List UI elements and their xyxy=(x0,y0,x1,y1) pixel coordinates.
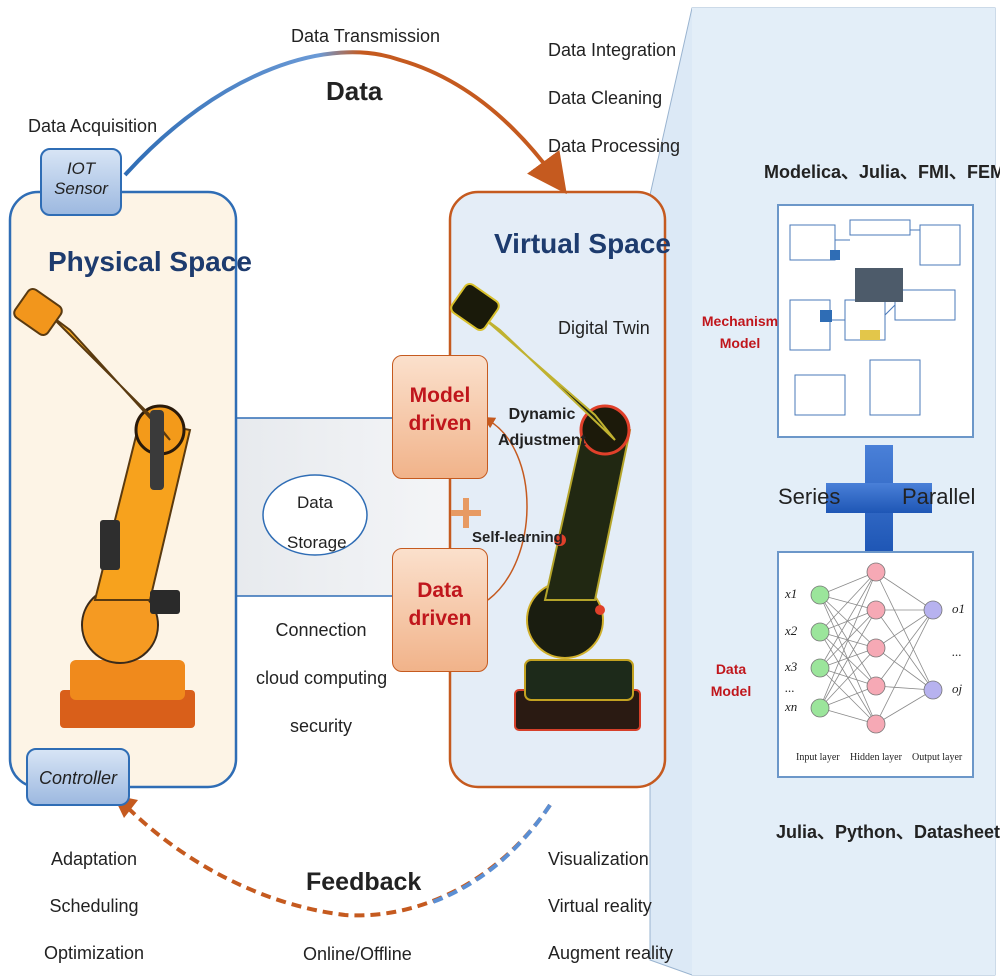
physical-space-title: Physical Space xyxy=(48,246,252,277)
dynamic-line1: Dynamic xyxy=(508,406,576,423)
data-driven-line1: Data xyxy=(417,579,463,602)
nn-input-label: x2 xyxy=(785,623,798,638)
connection-label: Connection xyxy=(275,620,367,640)
feedback-arc xyxy=(123,803,552,918)
sensor-label: Sensor xyxy=(54,179,108,198)
dynamic-line2: Adjustment xyxy=(498,432,586,449)
data-storage-ellipse xyxy=(262,474,368,556)
augment-reality-label: Augment reality xyxy=(548,943,674,963)
virtual-reality-label: Virtual reality xyxy=(548,896,652,916)
nn-input-label: x3 xyxy=(785,659,798,674)
security-label: security xyxy=(289,716,352,736)
data-driven-node: Data driven xyxy=(392,548,488,672)
self-learning-label: Self-learning xyxy=(472,529,563,546)
data-storage-line1: Data xyxy=(297,493,333,512)
visualization-list: Visualization Virtual reality Augment re… xyxy=(548,836,673,977)
feedback-label: Feedback xyxy=(306,868,422,896)
scheduling-label: Scheduling xyxy=(49,896,139,916)
data-cleaning-label: Data Cleaning xyxy=(548,88,663,108)
model-driven-node: Model driven xyxy=(392,355,488,479)
nn-input-label: ... xyxy=(785,680,795,695)
adaptation-label: Adaptation xyxy=(50,849,138,869)
online-offline-label: Online/Offline xyxy=(303,944,412,964)
nn-output-node xyxy=(923,600,943,620)
nn-input-node xyxy=(810,698,830,718)
nn-input-node xyxy=(810,622,830,642)
nn-layer-label: Output layer xyxy=(912,752,963,763)
mechanism-tools-label: Modelica、Julia、FMI、FEM... xyxy=(764,162,1000,182)
iot-sensor-node: IOT Sensor xyxy=(40,148,122,216)
nn-hidden-node xyxy=(866,600,886,620)
nn-hidden-node xyxy=(866,562,886,582)
data-model-nn-diagram xyxy=(777,551,974,778)
nn-hidden-node xyxy=(866,638,886,658)
nn-input-node xyxy=(810,585,830,605)
nn-layer-label: Hidden layer xyxy=(850,752,902,763)
mechanism-line1: Mechanism xyxy=(701,313,779,329)
nn-hidden-node xyxy=(866,714,886,734)
data-driven-line2: driven xyxy=(408,607,472,630)
connection-list: Connection cloud computing security xyxy=(256,606,388,750)
visualization-label: Visualization xyxy=(548,849,649,869)
physical-robot-illustration xyxy=(13,287,195,728)
nn-output-label: o1 xyxy=(952,601,965,616)
nn-input-label: x1 xyxy=(785,586,798,601)
data-model-line2: Model xyxy=(710,683,752,699)
data-model-line1: Data xyxy=(715,661,747,677)
data-processing-label: Data Processing xyxy=(548,136,681,156)
optimization-label: Optimization xyxy=(43,943,145,963)
digital-twin-label: Digital Twin xyxy=(558,318,650,338)
data-storage-line2: Storage xyxy=(287,533,347,552)
cloud-computing-label: cloud computing xyxy=(256,668,388,688)
data-label: Data xyxy=(326,76,383,106)
model-driven-line2: driven xyxy=(408,412,472,435)
data-arc xyxy=(123,50,567,195)
nn-input-node xyxy=(810,658,830,678)
nn-output-label: oj xyxy=(952,681,963,696)
series-label: Series xyxy=(778,484,841,509)
mechanism-line2: Model xyxy=(719,335,761,351)
mechanism-model-diagram xyxy=(777,204,974,438)
data-storage-label: Data Storage xyxy=(287,483,347,563)
model-driven-line1: Model xyxy=(409,384,471,407)
virtual-space-title: Virtual Space xyxy=(494,228,671,259)
nn-layer-label: Input layer xyxy=(796,752,840,763)
data-acquisition-label: Data Acquisition xyxy=(28,116,158,136)
nn-input-label: xn xyxy=(785,699,798,714)
dynamic-adjustment-label: Dynamic Adjustment xyxy=(498,402,586,454)
nn-output-node xyxy=(923,680,943,700)
data-transmission-label: Data Transmission xyxy=(291,26,441,46)
control-actions-list: Adaptation Scheduling Optimization xyxy=(30,836,158,977)
parallel-label: Parallel xyxy=(902,484,976,509)
nn-output-label: ... xyxy=(952,644,962,659)
data-integration-label: Data Integration xyxy=(548,40,677,60)
controller-node: Controller xyxy=(26,748,130,806)
mechanism-model-label: Mechanism Model xyxy=(700,310,780,354)
iot-label: IOT xyxy=(66,159,96,178)
self-learning-arrow xyxy=(482,416,528,601)
data-model-tools-label: Julia、Python、Datasheet... xyxy=(776,822,1000,842)
virtual-robot-illustration xyxy=(450,282,641,731)
data-model-label: Data Model xyxy=(696,658,766,702)
controller-label: Controller xyxy=(38,768,118,788)
nn-hidden-node xyxy=(866,676,886,696)
